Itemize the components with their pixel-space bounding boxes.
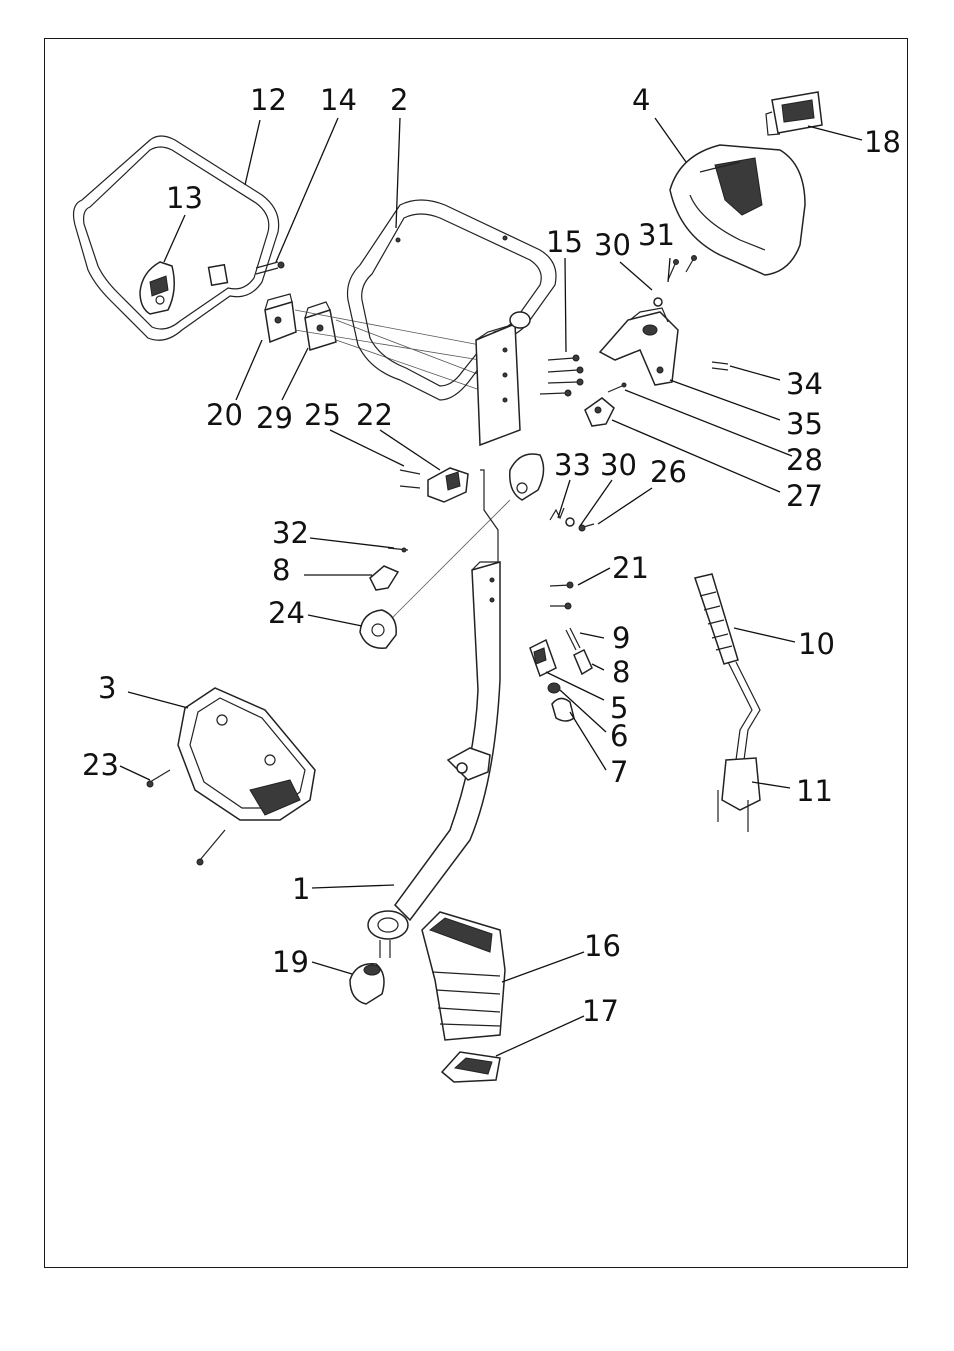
label-29: 29 [256,401,293,435]
label-14: 14 [320,83,357,117]
part-18-switch [765,91,823,136]
part-labels: 12 14 2 4 18 13 15 30 31 34 35 28 27 20 … [82,83,901,1028]
label-24: 24 [268,596,305,630]
part-17-pad [440,1051,501,1083]
part-8-connector-b [573,648,593,676]
label-13: 13 [166,181,203,215]
part-35-bracket [598,307,679,386]
part-33-spring [549,507,565,521]
label-22: 22 [356,398,393,432]
label-8-right: 8 [612,655,630,689]
part-16-boot [421,911,506,1041]
leader-lines [119,117,863,1057]
part-30-washer [653,297,663,307]
part-26-screw [578,523,595,532]
label-33: 33 [554,448,591,482]
part-28-screw [607,382,627,393]
label-17: 17 [582,994,619,1028]
part-13-clamp [139,261,175,315]
label-28: 28 [786,443,823,477]
diagram-frame [44,38,908,1268]
label-27: 27 [786,479,823,513]
label-25: 25 [304,398,341,432]
part-7-cap [551,697,575,722]
part-1-shaft [367,469,501,958]
part-5-relay [529,638,557,678]
label-4: 4 [632,83,650,117]
part-4-top-cover [669,144,806,276]
label-12: 12 [250,83,287,117]
label-34: 34 [786,367,823,401]
label-11: 11 [796,774,833,808]
label-30-mid: 30 [600,448,637,482]
label-2: 2 [390,83,408,117]
part-27-switch-block [584,397,615,427]
part-3-housing [177,687,316,821]
part-9-pin [565,627,581,651]
label-7: 7 [610,755,628,789]
part-20-clamp-block [264,293,297,344]
label-26: 26 [650,455,687,489]
label-23: 23 [82,748,119,782]
label-21: 21 [612,551,649,585]
label-18: 18 [864,125,901,159]
label-10: 10 [798,627,835,661]
part-19-cap [349,963,385,1005]
part-8-connector-a [369,565,400,591]
part-32-screw [387,547,409,553]
part-10-cable [694,573,761,761]
part-30-washer-b [565,517,575,527]
part-25-screws [399,469,421,489]
label-16: 16 [584,929,621,963]
label-8-left: 8 [272,553,290,587]
label-32: 32 [272,516,309,550]
part-6-nut [547,682,561,694]
part-2-main-handle [346,199,557,447]
part-12-handle-loop [72,135,280,341]
label-31: 31 [638,218,675,252]
part-14-screw [207,261,285,287]
part-22-lever [427,467,469,503]
part-24-cam-lower [359,609,397,649]
label-15: 15 [546,225,583,259]
part-34-pin [711,361,729,371]
part-23-screws [146,769,226,866]
part-11-plug [717,757,761,832]
label-5: 5 [610,691,628,725]
label-3: 3 [98,671,116,705]
label-30-top: 30 [594,228,631,262]
label-19: 19 [272,945,309,979]
part-31-screw [667,255,697,281]
part-21-screws [549,581,574,610]
label-1: 1 [292,872,310,906]
label-20: 20 [206,398,243,432]
part-24-cam-upper [509,453,545,501]
label-6: 6 [610,719,628,753]
label-9: 9 [612,621,630,655]
part-15-screws [539,354,584,397]
part-29-clamp-block [304,301,337,351]
label-35: 35 [786,407,823,441]
